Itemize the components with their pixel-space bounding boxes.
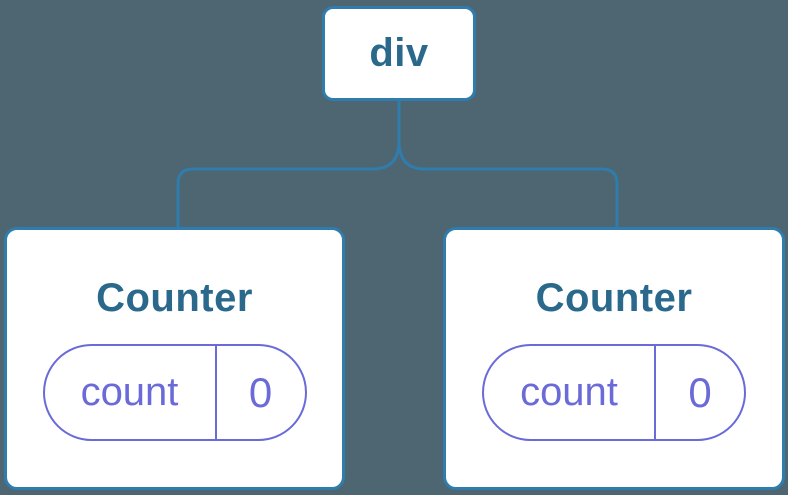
state-key: count	[484, 346, 656, 439]
counter-card-right: Counter count 0	[443, 227, 785, 490]
state-pill: count 0	[482, 344, 746, 441]
root-node-label: div	[369, 31, 429, 75]
component-title: Counter	[535, 276, 693, 320]
state-pill: count 0	[42, 344, 307, 441]
component-title: Counter	[96, 276, 253, 320]
state-key: count	[45, 346, 217, 439]
root-node: div	[322, 6, 476, 101]
state-value: 0	[248, 368, 273, 416]
counter-card-left: Counter count 0	[4, 227, 345, 490]
connector-branch-left	[176, 100, 401, 228]
state-value: 0	[688, 368, 712, 416]
connector-branch-right	[397, 140, 619, 228]
